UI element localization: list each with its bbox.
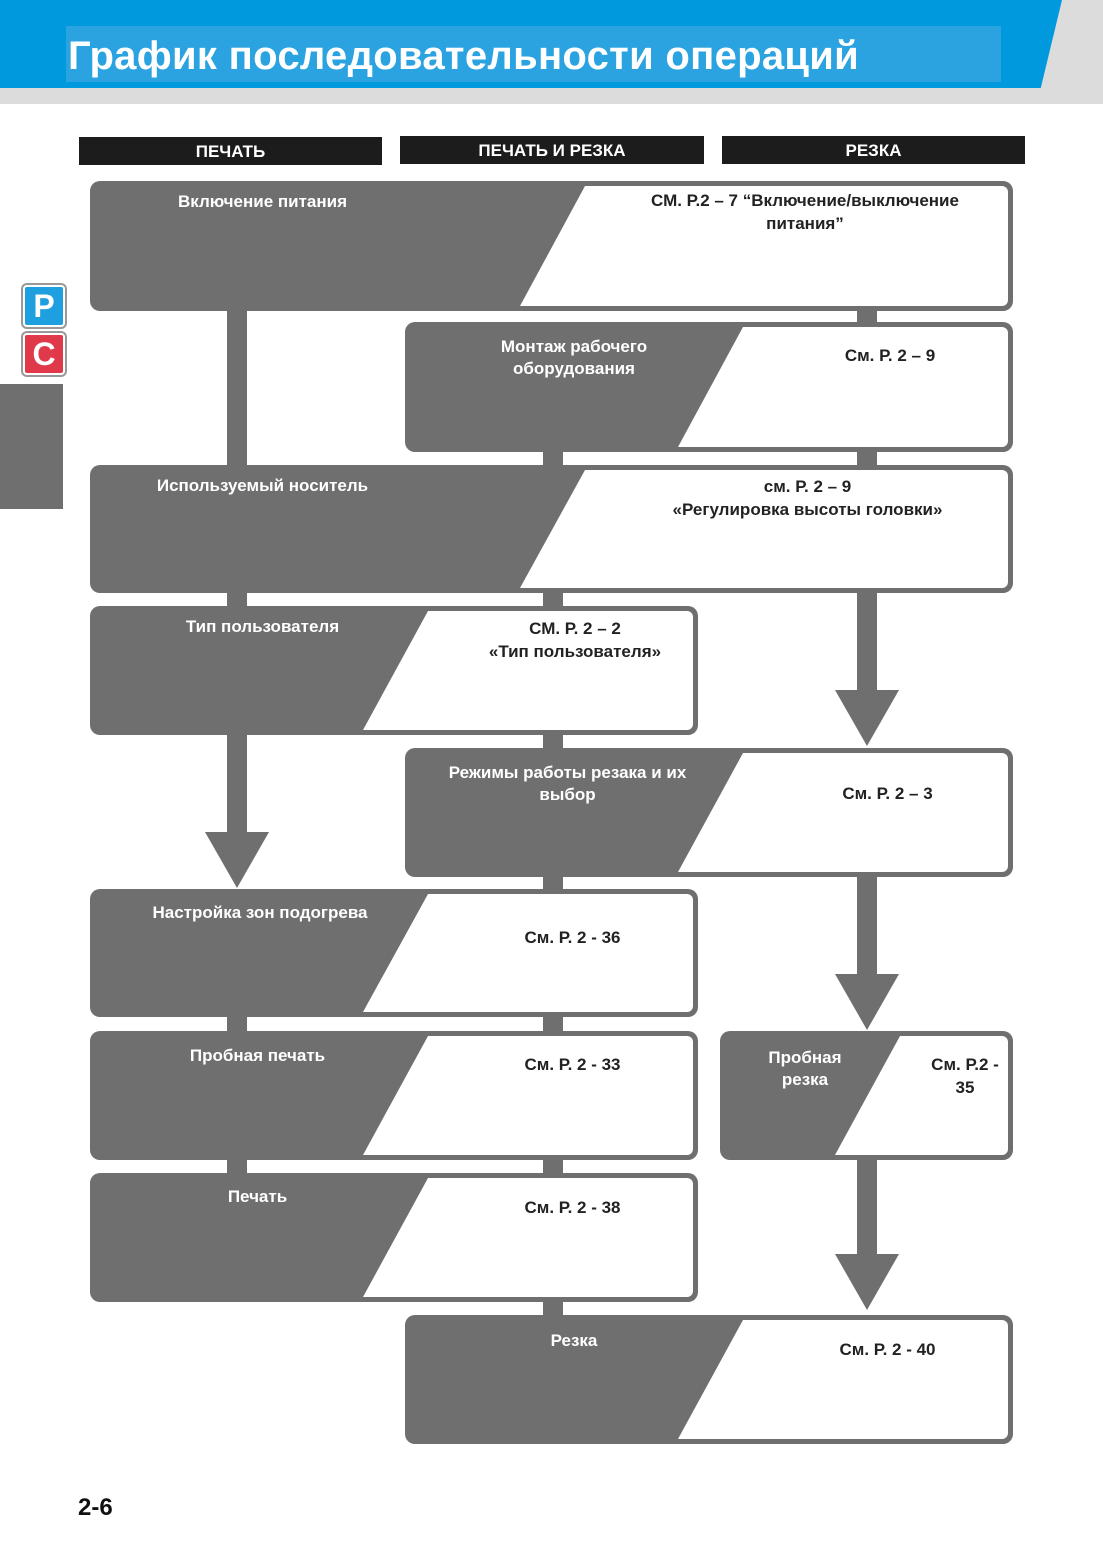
step-reference-panel xyxy=(520,470,1008,588)
p-mode-tab-icon: P xyxy=(23,285,65,327)
step-reference: СМ. Р. 2 – 2 «Тип пользователя» xyxy=(488,619,662,661)
step-reference: См. Р. 2 – 9 xyxy=(844,346,936,365)
connector-line xyxy=(227,305,247,470)
step-mount-equipment: Монтаж рабочего оборудования См. Р. 2 – … xyxy=(405,322,1013,452)
step-reference-panel xyxy=(678,327,1008,447)
arrow-down-icon xyxy=(835,690,899,746)
step-reference: См. Р. 2 - 36 xyxy=(524,928,621,947)
step-reference: См. Р. 2 - 38 xyxy=(524,1198,621,1217)
step-reference: СМ. Р.2 – 7 “Включение/выключение питани… xyxy=(651,191,959,233)
step-reference-panel xyxy=(678,753,1008,872)
step-label: Пробная резка xyxy=(768,1048,842,1089)
step-label: Монтаж рабочего оборудования xyxy=(500,337,648,378)
step-label: Используемый носитель xyxy=(156,476,369,495)
connector-line xyxy=(857,872,877,977)
step-reference-panel xyxy=(363,894,693,1012)
step-test-cut: Пробная резка См. Р.2 - 35 xyxy=(720,1031,1013,1160)
arrow-down-icon xyxy=(205,832,269,888)
column-header-print: ПЕЧАТЬ xyxy=(79,137,382,165)
step-cutter-modes: Режимы работы резака и их выбор См. Р. 2… xyxy=(405,748,1013,877)
step-print: Печать См. Р. 2 - 38 xyxy=(90,1173,698,1302)
step-reference-panel xyxy=(363,611,693,730)
step-label: Тип пользователя xyxy=(185,617,340,636)
step-label: Настройка зон подогрева xyxy=(152,903,368,922)
page-number: 2-6 xyxy=(78,1494,113,1521)
arrow-down-icon xyxy=(835,974,899,1030)
step-test-print: Пробная печать См. Р. 2 - 33 xyxy=(90,1031,698,1160)
connector-line xyxy=(857,1155,877,1257)
connector-line xyxy=(857,588,877,693)
step-label: Резка xyxy=(550,1331,598,1350)
c-mode-tab-icon: C xyxy=(23,333,65,375)
step-reference: См. Р. 2 – 3 xyxy=(842,784,933,803)
step-label: Режимы работы резака и их выбор xyxy=(448,763,687,804)
step-media: Используемый носитель см. Р. 2 – 9 «Регу… xyxy=(90,465,1013,593)
connector-line xyxy=(227,590,247,610)
step-reference-panel xyxy=(678,1320,1008,1439)
step-label: Включение питания xyxy=(177,192,348,211)
arrow-down-icon xyxy=(835,1254,899,1310)
chapter-marker xyxy=(0,384,63,509)
step-reference: см. Р. 2 – 9 «Регулировка высоты головки… xyxy=(672,477,943,519)
column-header-print-cut: ПЕЧАТЬ И РЕЗКА xyxy=(400,136,704,164)
step-heater-settings: Настройка зон подогрева См. Р. 2 - 36 xyxy=(90,889,698,1017)
step-label: Пробная печать xyxy=(189,1046,326,1065)
step-label: Печать xyxy=(227,1187,288,1206)
step-cut: Резка См. Р. 2 - 40 xyxy=(405,1315,1013,1444)
column-header-cut: РЕЗКА xyxy=(722,136,1025,164)
step-reference: См. Р. 2 - 33 xyxy=(524,1055,621,1074)
header-title-panel xyxy=(66,26,1001,82)
step-power-on: Включение питания СМ. Р.2 – 7 “Включение… xyxy=(90,181,1013,311)
step-user-type: Тип пользователя СМ. Р. 2 – 2 «Тип польз… xyxy=(90,606,698,735)
step-reference-panel xyxy=(520,186,1008,306)
step-reference-panel xyxy=(363,1036,693,1155)
step-reference: См. Р. 2 - 40 xyxy=(839,1340,936,1359)
connector-line xyxy=(227,1012,247,1037)
step-reference: См. Р.2 - 35 xyxy=(931,1055,999,1097)
connector-line xyxy=(227,730,247,835)
connector-line xyxy=(543,1012,563,1037)
step-reference-panel xyxy=(363,1178,693,1297)
connector-line xyxy=(543,590,563,610)
connector-line xyxy=(543,872,563,894)
page-title: График последовательности операций xyxy=(68,34,860,78)
